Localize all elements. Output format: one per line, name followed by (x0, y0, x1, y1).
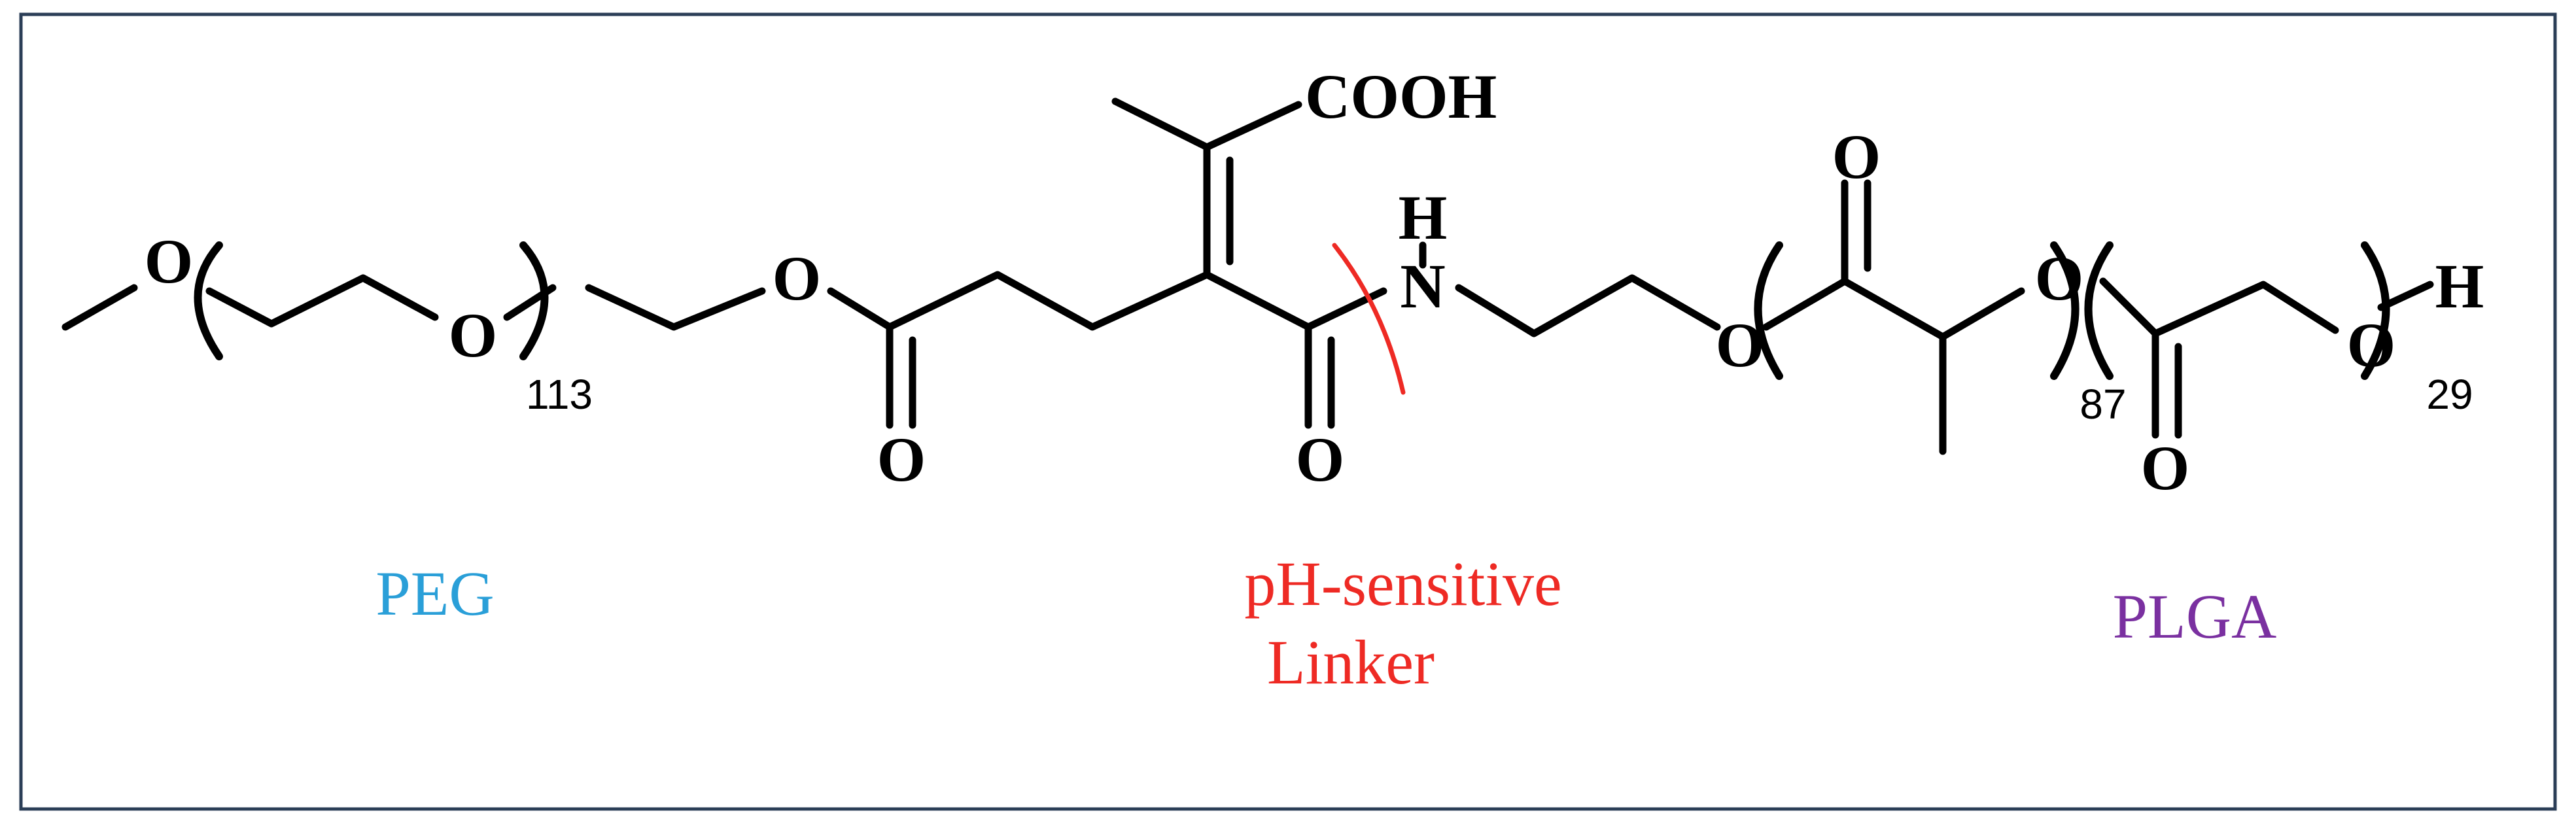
label-plga: PLGA (2113, 581, 2277, 651)
bond-linker-ethylene (1455, 274, 1721, 337)
subscript-peg: 113 (526, 371, 593, 418)
bond-cooh (1203, 101, 1302, 151)
bracket-peg-right (519, 241, 549, 360)
bond-terminal-h (2377, 281, 2434, 311)
polymer-brackets (194, 241, 2390, 380)
atom-cooh: COOH (1305, 61, 1497, 131)
bond-ester (827, 271, 1211, 331)
bond-glycolide-carbonyl (2151, 330, 2182, 439)
atom-h-terminal: H (2435, 251, 2484, 321)
atom-o-peg-repeat: O (449, 300, 498, 370)
atom-o-plga: O (1716, 310, 1765, 380)
atom-o-methoxy: O (145, 226, 194, 296)
bond-lactide (1762, 277, 2025, 341)
diagram-frame (19, 12, 2557, 811)
atom-o-lactide: O (2035, 243, 2084, 313)
bond-glycolide (2099, 277, 2339, 337)
bond-peg-repeat (205, 274, 439, 328)
atom-n-amide: N (1400, 251, 1445, 321)
repeat-subscripts: 113 87 29 (526, 371, 2473, 428)
cleavage-site-mark (1332, 243, 1406, 395)
bond-ester-carbonyl (886, 323, 916, 429)
segment-labels: PEG pH-sensitive Linker PLGA (375, 549, 2276, 697)
bond-alkene (1203, 143, 1234, 279)
bracket-peg-left (194, 241, 223, 360)
atom-o-ester-carbonyl: O (877, 424, 926, 494)
bracket-lactide-left (1754, 241, 1783, 380)
atom-labels: O O O O COOH H N O O O O O O H (145, 61, 2484, 503)
bracket-lactide-right (2050, 241, 2080, 380)
subscript-glycolide: 29 (2426, 371, 2473, 418)
bond-methyl (1111, 97, 1211, 151)
label-linker-line2: Linker (1267, 627, 1435, 697)
atom-h-amide: H (1399, 182, 1448, 252)
atom-o-peg-ester: O (773, 243, 822, 313)
bond-amide-carbonyl (1304, 323, 1335, 429)
subscript-lactide: 87 (2080, 381, 2126, 428)
label-peg: PEG (375, 559, 494, 628)
atom-o-glycolide-carbonyl: O (2141, 433, 2190, 503)
bracket-glycolide-left (2084, 241, 2114, 380)
label-linker-line1: pH-sensitive (1244, 549, 1561, 619)
bond-peg-ethylene (585, 284, 766, 331)
bonds (61, 97, 2339, 455)
atom-o-glycolide: O (2347, 310, 2396, 380)
bond-lactide-carbonyl (1841, 179, 1871, 285)
atom-o-amide-carbonyl: O (1296, 424, 1345, 494)
bond-methoxy (61, 284, 138, 331)
atom-o-lactide-carbonyl: O (1832, 122, 1881, 192)
